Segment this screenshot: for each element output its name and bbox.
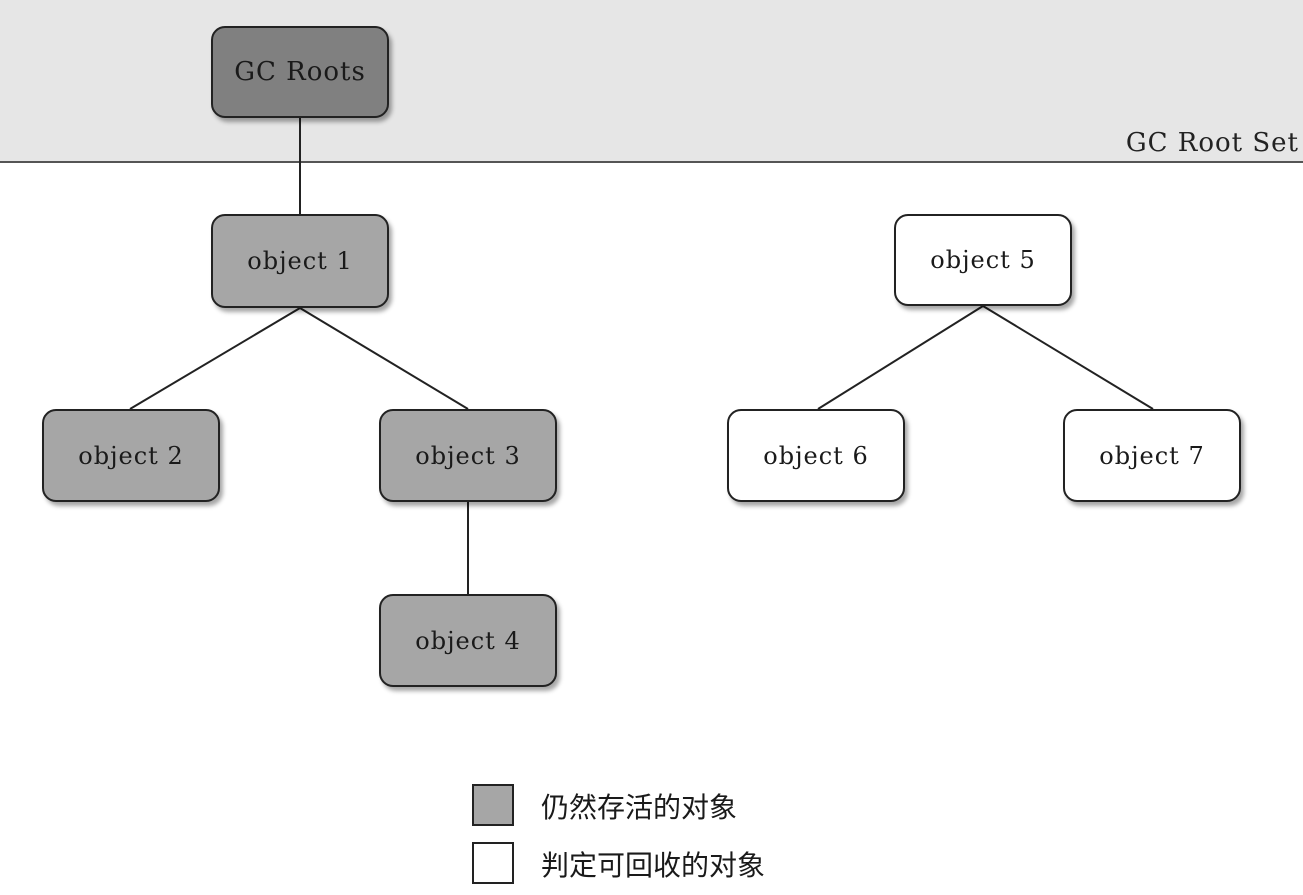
- object-5-node: object 5: [894, 214, 1072, 306]
- legend-live-label: 仍然存活的对象: [541, 791, 738, 824]
- gc-root-set-label: GC Root Set: [1125, 128, 1299, 158]
- object-4-node: object 4: [379, 594, 557, 687]
- object-1-node: object 1: [211, 214, 389, 308]
- edge-object5-object7: [982, 305, 1154, 410]
- object-7-node: object 7: [1063, 409, 1241, 502]
- legend-collectable-swatch: [472, 842, 514, 884]
- object-2-node: object 2: [42, 409, 220, 502]
- legend-live-swatch: [472, 784, 514, 826]
- gc-roots-node: GC Roots: [211, 26, 389, 118]
- legend-collectable-label: 判定可回收的对象: [541, 849, 766, 882]
- object-3-node: object 3: [379, 409, 557, 502]
- edge-object1-object2: [129, 307, 301, 410]
- object-6-node: object 6: [727, 409, 905, 502]
- edge-object5-object6: [817, 305, 984, 410]
- edge-object1-object3: [299, 307, 469, 410]
